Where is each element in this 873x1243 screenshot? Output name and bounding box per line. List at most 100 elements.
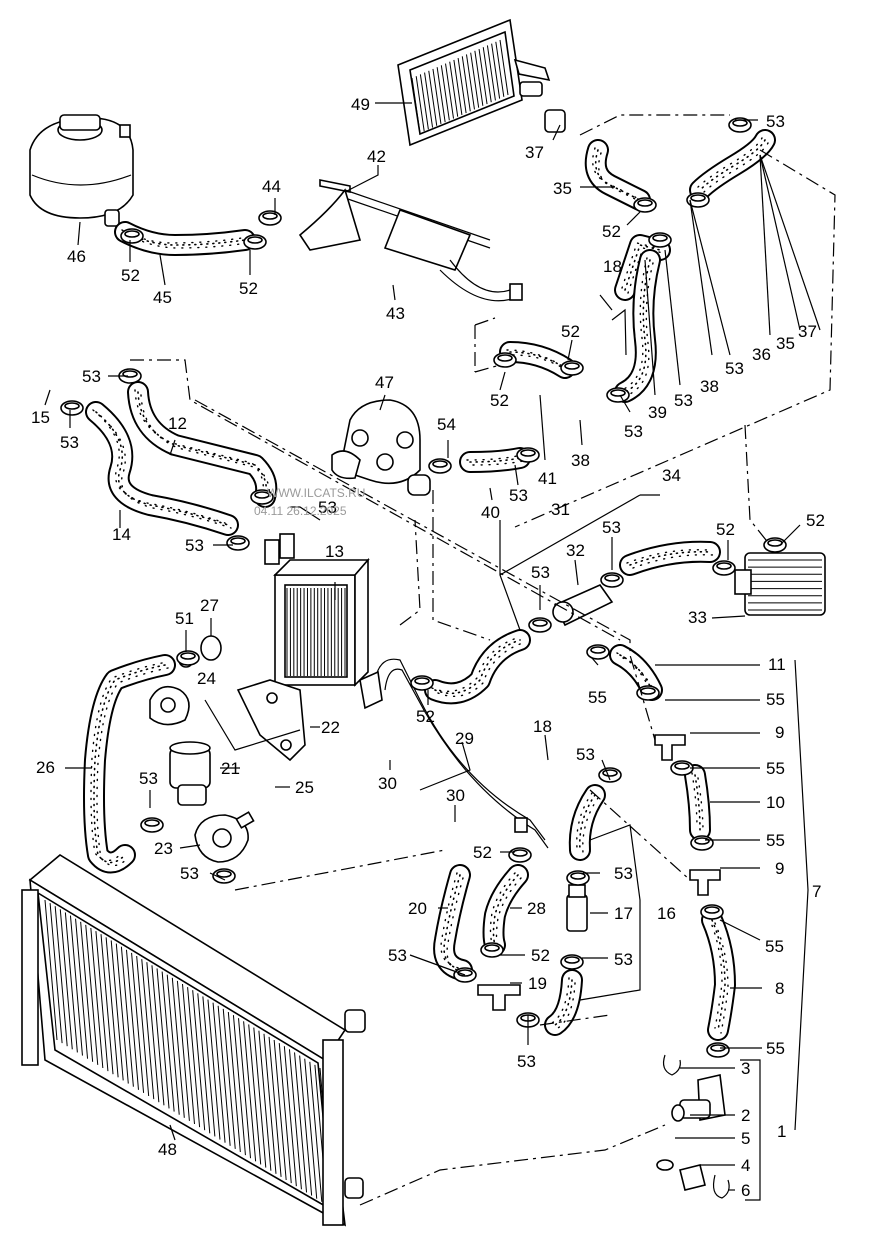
coolant-hose bbox=[684, 764, 711, 841]
coolant-hose bbox=[424, 629, 531, 705]
inline-valve-17 bbox=[566, 884, 588, 932]
hoses bbox=[83, 129, 776, 1041]
callout-35: 35 bbox=[553, 179, 572, 198]
callout-21: 21 bbox=[221, 759, 240, 778]
callout-53: 53 bbox=[614, 864, 633, 883]
callout-35: 35 bbox=[776, 334, 795, 353]
callout-10: 10 bbox=[766, 793, 785, 812]
callout-52: 52 bbox=[239, 279, 258, 298]
callout-31: 31 bbox=[551, 500, 570, 519]
hose-clamp bbox=[636, 685, 660, 701]
hose-clamp bbox=[560, 360, 584, 376]
callout-53: 53 bbox=[180, 864, 199, 883]
callout-11: 11 bbox=[768, 655, 786, 674]
hose-clamp bbox=[686, 192, 710, 208]
callout-22: 22 bbox=[321, 718, 340, 737]
callout-43: 43 bbox=[386, 304, 405, 323]
callout-12: 12 bbox=[168, 414, 187, 433]
hose-clamp bbox=[763, 537, 787, 553]
hose-clamp bbox=[508, 847, 532, 863]
callout-17: 17 bbox=[614, 904, 633, 923]
callout-49: 49 bbox=[351, 95, 370, 114]
callout-33: 33 bbox=[688, 608, 707, 627]
hose-clamp bbox=[428, 458, 452, 474]
hose-clamp bbox=[258, 210, 282, 226]
callout-53: 53 bbox=[60, 433, 79, 452]
callout-52: 52 bbox=[473, 843, 492, 862]
thermostat-housing-47 bbox=[331, 399, 431, 496]
coolant-hose bbox=[584, 139, 651, 211]
callout-39: 39 bbox=[648, 403, 667, 422]
callout-32: 32 bbox=[566, 541, 585, 560]
hose-clamp bbox=[648, 232, 672, 248]
callout-52: 52 bbox=[806, 511, 825, 530]
callout-52: 52 bbox=[602, 222, 621, 241]
hose-clamp bbox=[566, 870, 590, 886]
coolant-hose bbox=[701, 909, 736, 1041]
callout-20: 20 bbox=[408, 899, 427, 918]
hose-clamp bbox=[670, 760, 694, 776]
coolant-hose bbox=[614, 234, 671, 301]
callout-26: 26 bbox=[36, 758, 55, 777]
coolant-hose bbox=[544, 969, 583, 1036]
callout-53: 53 bbox=[185, 536, 204, 555]
callout-18: 18 bbox=[603, 257, 622, 276]
hose-clamp bbox=[410, 675, 434, 691]
callout-53: 53 bbox=[318, 498, 337, 517]
callout-8: 8 bbox=[775, 979, 784, 998]
expansion-tank-46 bbox=[29, 114, 134, 227]
callout-48: 48 bbox=[158, 1140, 177, 1159]
heater-core-49 bbox=[397, 18, 566, 147]
connectors-9 bbox=[654, 734, 721, 896]
callout-55: 55 bbox=[766, 690, 785, 709]
callout-53: 53 bbox=[82, 367, 101, 386]
t-piece-19 bbox=[477, 984, 521, 1011]
hose-clamp bbox=[250, 489, 274, 505]
callout-labels: 49 53 37 35 52 18 36 35 37 38 53 39 53 4… bbox=[31, 95, 825, 1200]
oil-cooler-33 bbox=[734, 552, 826, 616]
radiator-48 bbox=[21, 854, 366, 1227]
coolant-hose bbox=[619, 540, 721, 576]
callout-34: 34 bbox=[662, 466, 681, 485]
callout-23: 23 bbox=[154, 839, 173, 858]
coolant-hose bbox=[459, 447, 531, 473]
callout-41: 41 bbox=[538, 469, 557, 488]
callout-45: 45 bbox=[153, 288, 172, 307]
callout-53: 53 bbox=[766, 112, 785, 131]
hose-clamp bbox=[706, 1042, 730, 1058]
hose-clamp bbox=[516, 447, 540, 463]
callout-52: 52 bbox=[716, 520, 735, 539]
callout-55: 55 bbox=[588, 688, 607, 707]
hose-clamp bbox=[528, 617, 552, 633]
callout-40: 40 bbox=[481, 503, 500, 522]
callout-53: 53 bbox=[674, 391, 693, 410]
callout-53: 53 bbox=[576, 745, 595, 764]
watermark-line2: 04.11 26.12.2025 bbox=[254, 504, 347, 518]
callout-13: 13 bbox=[325, 542, 344, 561]
callout-7: 7 bbox=[812, 882, 821, 901]
callout-55: 55 bbox=[766, 1039, 785, 1058]
hose-clamp bbox=[243, 234, 267, 250]
flange-23 bbox=[194, 811, 255, 863]
heat-exchanger-13 bbox=[264, 533, 370, 687]
callout-15: 15 bbox=[31, 408, 50, 427]
callout-38: 38 bbox=[700, 377, 719, 396]
callout-53: 53 bbox=[517, 1052, 536, 1071]
callout-36: 36 bbox=[752, 345, 771, 364]
hose-clamp bbox=[712, 560, 736, 576]
bracket-42 bbox=[298, 179, 523, 302]
mounting-bracket-22 bbox=[236, 679, 306, 762]
callout-52: 52 bbox=[561, 322, 580, 341]
callout-1: 1 bbox=[777, 1122, 786, 1141]
callout-52: 52 bbox=[416, 707, 435, 726]
hose-clamp bbox=[60, 400, 84, 416]
coolant-hose bbox=[127, 381, 278, 508]
callout-52: 52 bbox=[490, 391, 509, 410]
callout-14: 14 bbox=[112, 525, 131, 544]
callout-53: 53 bbox=[509, 486, 528, 505]
hose-clamp bbox=[226, 535, 250, 551]
coolant-hose bbox=[689, 129, 776, 201]
callout-29: 29 bbox=[455, 729, 474, 748]
callout-53: 53 bbox=[388, 946, 407, 965]
connection-lines bbox=[130, 114, 836, 1206]
